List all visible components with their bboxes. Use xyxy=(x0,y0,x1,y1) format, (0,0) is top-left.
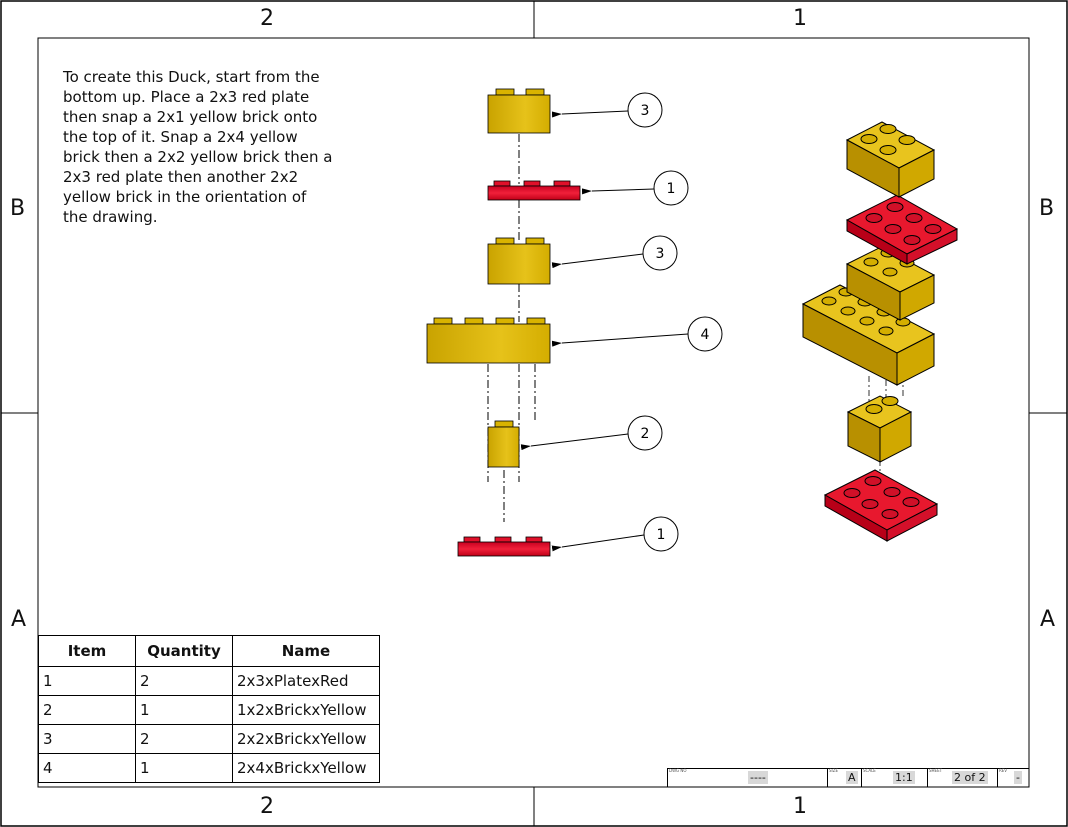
size-label: SIZE xyxy=(829,768,838,773)
zone-right-a: A xyxy=(1040,607,1056,632)
bom-cell-item: 2 xyxy=(38,695,136,725)
bom-cell-quantity: 1 xyxy=(135,753,233,783)
bom-cell-name: 2x4xBrickxYellow xyxy=(232,753,380,783)
bom-header-name: Name xyxy=(232,635,380,667)
scale-value: 1:1 xyxy=(893,771,915,784)
sheet-label: SHEET xyxy=(929,768,943,773)
balloon-label: 1 xyxy=(657,527,666,543)
brick-2x2-yellow-middle xyxy=(487,237,551,285)
instruction-line: To create this Duck, start from the xyxy=(63,68,320,86)
dwg-no-label: DWG NO xyxy=(669,768,687,773)
assembly-instructions: To create this Duck, start from the bott… xyxy=(63,67,343,227)
title-block-size: SIZE A xyxy=(827,768,862,787)
instruction-line: the drawing. xyxy=(63,208,158,226)
title-block-scale: SCALE 1:1 xyxy=(861,768,928,787)
iso-plate-red-bottom xyxy=(823,469,939,542)
instruction-line: 2x3 red plate then another 2x2 xyxy=(63,168,299,186)
instruction-line: bottom up. Place a 2x3 red plate xyxy=(63,88,310,106)
instruction-line: yellow brick in the orientation of xyxy=(63,188,307,206)
rev-value: - xyxy=(1014,771,1022,784)
brick-2x4-yellow xyxy=(426,317,551,364)
balloon-label: 4 xyxy=(701,327,710,343)
bom-header-row: Item Quantity Name xyxy=(38,635,380,667)
scale-label: SCALE xyxy=(863,768,876,773)
balloon-circle xyxy=(643,516,679,552)
bom-cell-name: 2x3xPlatexRed xyxy=(232,666,380,696)
table-row: 3 2 2x2xBrickxYellow xyxy=(38,724,380,754)
balloon-label: 3 xyxy=(656,246,665,262)
table-row: 2 1 1x2xBrickxYellow xyxy=(38,695,380,725)
bom-cell-quantity: 2 xyxy=(135,724,233,754)
balloon-circle xyxy=(653,170,689,206)
iso-brick-2x2-yellow-top xyxy=(845,121,936,198)
plate-2x3-red-lower xyxy=(457,536,551,557)
iso-brick-1x2-yellow xyxy=(846,395,913,463)
zone-top-1: 1 xyxy=(793,6,807,31)
bom-cell-quantity: 2 xyxy=(135,666,233,696)
bom-header-quantity: Quantity xyxy=(135,635,233,667)
balloon-circle xyxy=(627,92,663,128)
sheet-value: 2 of 2 xyxy=(952,771,988,784)
bom-cell-item: 4 xyxy=(38,753,136,783)
bom-cell-quantity: 1 xyxy=(135,695,233,725)
bom-header-item: Item xyxy=(38,635,136,667)
instruction-line: then snap a 2x1 yellow brick onto xyxy=(63,108,318,126)
plate-2x3-red-upper xyxy=(487,180,581,201)
zone-right-b: B xyxy=(1039,196,1055,221)
balloon-label: 2 xyxy=(641,426,650,442)
brick-2x2-yellow-top xyxy=(487,88,551,134)
title-block-dwg-no: DWG NO ---- xyxy=(667,768,828,787)
dwg-no-value: ---- xyxy=(748,771,768,784)
bom-cell-item: 1 xyxy=(38,666,136,696)
balloon-circle xyxy=(627,415,663,451)
bom-cell-name: 1x2xBrickxYellow xyxy=(232,695,380,725)
rev-label: REV xyxy=(999,768,1008,773)
balloon-label: 3 xyxy=(641,103,650,119)
instruction-line: the top of it. Snap a 2x4 yellow xyxy=(63,128,298,146)
iso-plate-red-top xyxy=(845,194,959,265)
bom-cell-item: 3 xyxy=(38,724,136,754)
title-block-rev: REV - xyxy=(997,768,1030,787)
zone-left-a: A xyxy=(11,607,27,632)
balloon-circle xyxy=(642,235,678,271)
balloon-label: 1 xyxy=(667,181,676,197)
zone-bottom-1: 1 xyxy=(793,794,807,819)
size-value: A xyxy=(846,771,858,784)
table-row: 4 1 2x4xBrickxYellow xyxy=(38,753,380,783)
zone-bottom-2: 2 xyxy=(260,794,274,819)
zone-top-2: 2 xyxy=(260,6,274,31)
title-block-sheet: SHEET 2 of 2 xyxy=(927,768,998,787)
title-block xyxy=(667,768,1029,788)
balloon-circle xyxy=(687,316,723,352)
bom-cell-name: 2x2xBrickxYellow xyxy=(232,724,380,754)
instruction-line: brick then a 2x2 yellow brick then a xyxy=(63,148,333,166)
zone-left-b: B xyxy=(10,196,26,221)
bill-of-materials: Item Quantity Name 1 2 2x3xPlatexRed 2 1… xyxy=(38,635,380,783)
brick-1x2-yellow xyxy=(487,420,520,468)
table-row: 1 2 2x3xPlatexRed xyxy=(38,666,380,696)
